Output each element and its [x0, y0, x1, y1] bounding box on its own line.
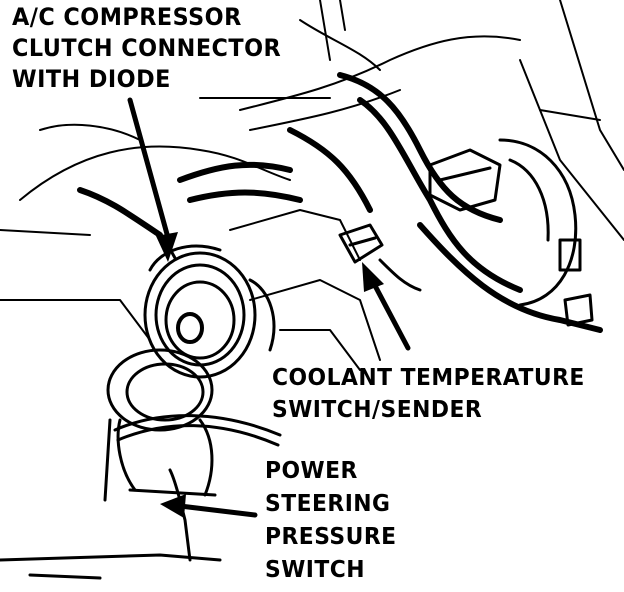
ac-label-line-1: A/C COMPRESSOR	[12, 3, 242, 31]
pressure-line	[0, 414, 282, 580]
ps-arrowhead	[160, 494, 186, 518]
ac-compressor-clutch	[143, 238, 276, 379]
ac-clutch-label: A/C COMPRESSOR CLUTCH CONNECTOR WITH DIO…	[12, 5, 301, 98]
coolant-label-line-2: SWITCH/SENDER	[272, 397, 483, 423]
power-steering-pulley	[103, 348, 217, 502]
ps-label-line-4: SWITCH	[265, 557, 366, 583]
ac-label-line-2: CLUTCH CONNECTOR	[12, 34, 282, 62]
ps-label-line-2: STEERING	[265, 491, 391, 517]
coolant-leader-line	[369, 277, 411, 351]
ps-leader-line	[177, 503, 258, 518]
ac-arrowhead	[156, 232, 178, 262]
coolant-arrowhead	[362, 262, 384, 292]
coolant-sender-body	[338, 223, 422, 292]
ps-switch-label: POWER STEERING PRESSURE SWITCH	[265, 460, 403, 592]
coolant-label-line-1: COOLANT TEMPERATURE	[272, 365, 585, 391]
arrowheads	[156, 232, 384, 518]
sensor-housing	[428, 138, 594, 327]
coolant-sender-label: COOLANT TEMPERATURE SWITCH/SENDER	[272, 367, 601, 431]
leader-lines	[127, 97, 411, 518]
ps-label-line-1: POWER	[265, 458, 358, 484]
ac-leader-line	[127, 97, 173, 248]
ac-label-line-3: WITH DIODE	[12, 65, 171, 93]
wiring-harness	[77, 72, 603, 333]
ps-label-line-3: PRESSURE	[265, 524, 397, 550]
engine-block-outline	[0, 0, 624, 371]
